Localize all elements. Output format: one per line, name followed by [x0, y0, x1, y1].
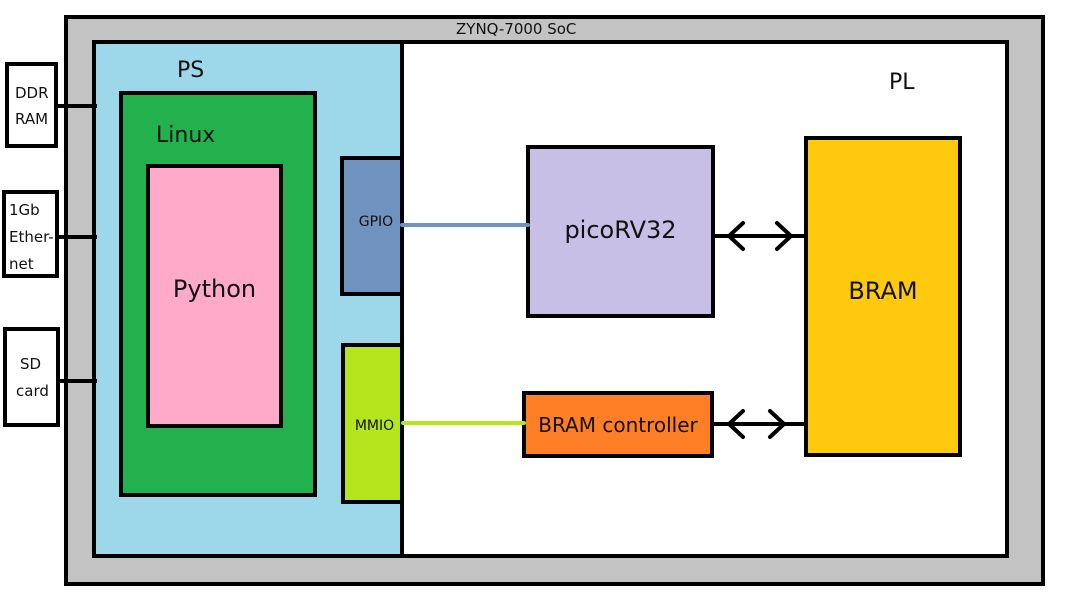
ddr-ram-block: DDR RAM — [5, 62, 58, 148]
bram-block: BRAM — [804, 136, 962, 457]
ethernet-block: 1Gb Ether- net — [2, 190, 59, 278]
sd-card-line-2: card — [16, 382, 49, 400]
ddr-ram-line-1: DDR — [15, 84, 49, 102]
picorv32-label: picoRV32 — [564, 216, 677, 244]
gpio-label: GPIO — [358, 214, 394, 230]
ethernet-line-2: Ether- — [9, 228, 54, 246]
sd-card-block: SD card — [3, 327, 60, 427]
bram-controller-block: BRAM controller — [522, 391, 714, 458]
ps-label: PS — [177, 58, 205, 83]
picorv32-block: picoRV32 — [526, 145, 715, 318]
mmio-label: MMIO — [354, 417, 395, 434]
gpio-block: GPIO — [340, 156, 404, 296]
mmio-block: MMIO — [341, 343, 404, 504]
bram-label: BRAM — [848, 276, 918, 305]
ethernet-line-1: 1Gb — [9, 201, 40, 219]
ddr-ram-line-2: RAM — [15, 110, 49, 128]
sd-card-line-1: SD — [20, 355, 42, 373]
linux-label: Linux — [156, 123, 216, 148]
python-block: Python — [146, 164, 283, 428]
ethernet-line-3: net — [9, 255, 34, 273]
bram-controller-label: BRAM controller — [538, 412, 698, 437]
pl-label: PL — [889, 70, 915, 95]
soc-label: ZYNQ-7000 SoC — [456, 20, 577, 38]
python-label: Python — [172, 275, 257, 303]
